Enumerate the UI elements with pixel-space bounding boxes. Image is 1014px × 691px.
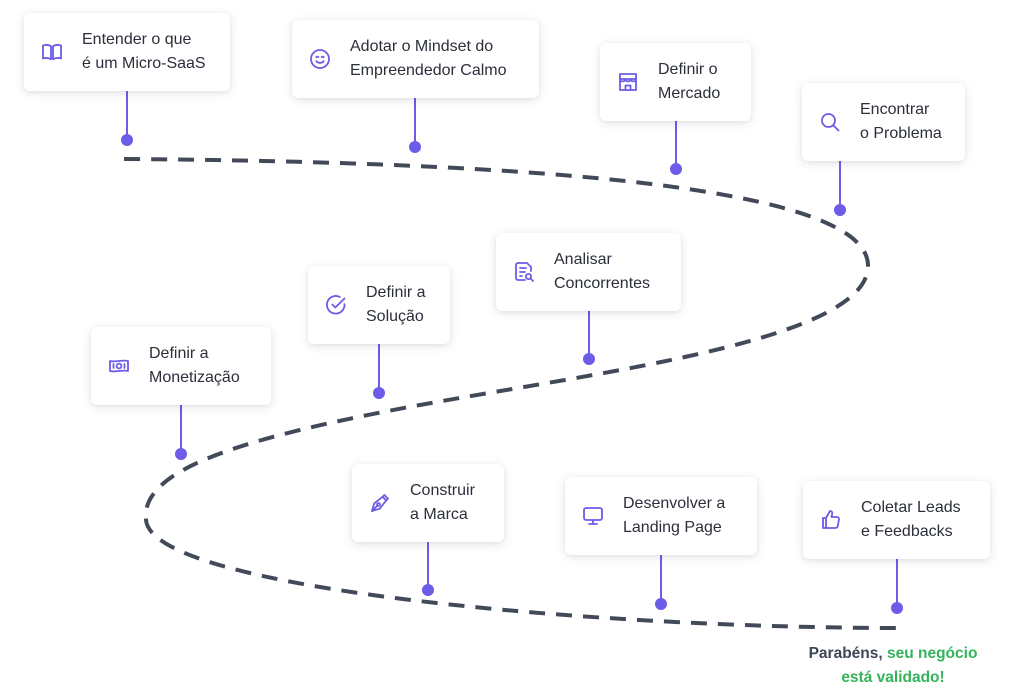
- step-label: Construir a Marca: [410, 482, 475, 523]
- step-card-mercado: Definir o Mercado: [600, 43, 751, 121]
- step-label: Definir a Monetização: [149, 345, 240, 386]
- connector-dot: [422, 584, 434, 596]
- final-message-prefix: Parabéns,: [808, 645, 887, 662]
- connector-dot: [175, 448, 187, 460]
- final-message: Parabéns, seu negócio está validado!: [790, 642, 996, 690]
- monitor-icon: [581, 504, 605, 528]
- final-message-highlight: seu negócio está validado!: [841, 645, 978, 686]
- step-label: Definir o Mercado: [658, 61, 721, 102]
- connector-dot: [583, 353, 595, 365]
- step-card-entender-micro-saas: Entender o que é um Micro-SaaS: [24, 13, 230, 91]
- smiley-face-icon: [308, 47, 332, 71]
- thumbs-up-icon: [819, 508, 843, 532]
- step-card-mindset: Adotar o Mindset do Empreendedor Calmo: [292, 20, 539, 98]
- step-label: Adotar o Mindset do Empreendedor Calmo: [350, 38, 507, 79]
- step-card-landing-page: Desenvolver a Landing Page: [565, 477, 757, 555]
- connector-dot: [891, 602, 903, 614]
- check-circle-icon: [324, 293, 348, 317]
- connector-dot: [834, 204, 846, 216]
- storefront-icon: [616, 70, 640, 94]
- pen-nib-icon: [368, 491, 392, 515]
- road-path: [123, 157, 901, 630]
- connector-dot: [670, 163, 682, 175]
- step-card-concorrentes: Analisar Concorrentes: [496, 233, 681, 311]
- book-open-icon: [40, 40, 64, 64]
- step-label: Definir a Solução: [366, 284, 426, 325]
- step-label: Entender o que é um Micro-SaaS: [82, 31, 206, 72]
- step-label: Desenvolver a Landing Page: [623, 495, 726, 536]
- banknote-icon: [107, 354, 131, 378]
- step-label: Coletar Leads e Feedbacks: [861, 499, 961, 540]
- step-label: Analisar Concorrentes: [554, 251, 651, 292]
- document-search-icon: [512, 260, 536, 284]
- step-card-monetizacao: Definir a Monetização: [91, 327, 271, 405]
- search-icon: [818, 110, 842, 134]
- connector-dot: [409, 141, 421, 153]
- step-card-solucao: Definir a Solução: [308, 266, 450, 344]
- connector-dot: [655, 598, 667, 610]
- step-label: Encontrar o Problema: [860, 101, 942, 142]
- step-card-leads-feedbacks: Coletar Leads e Feedbacks: [803, 481, 990, 559]
- step-card-problema: Encontrar o Problema: [802, 83, 965, 161]
- connector-dot: [373, 387, 385, 399]
- step-card-marca: Construir a Marca: [352, 464, 504, 542]
- connector-dot: [121, 134, 133, 146]
